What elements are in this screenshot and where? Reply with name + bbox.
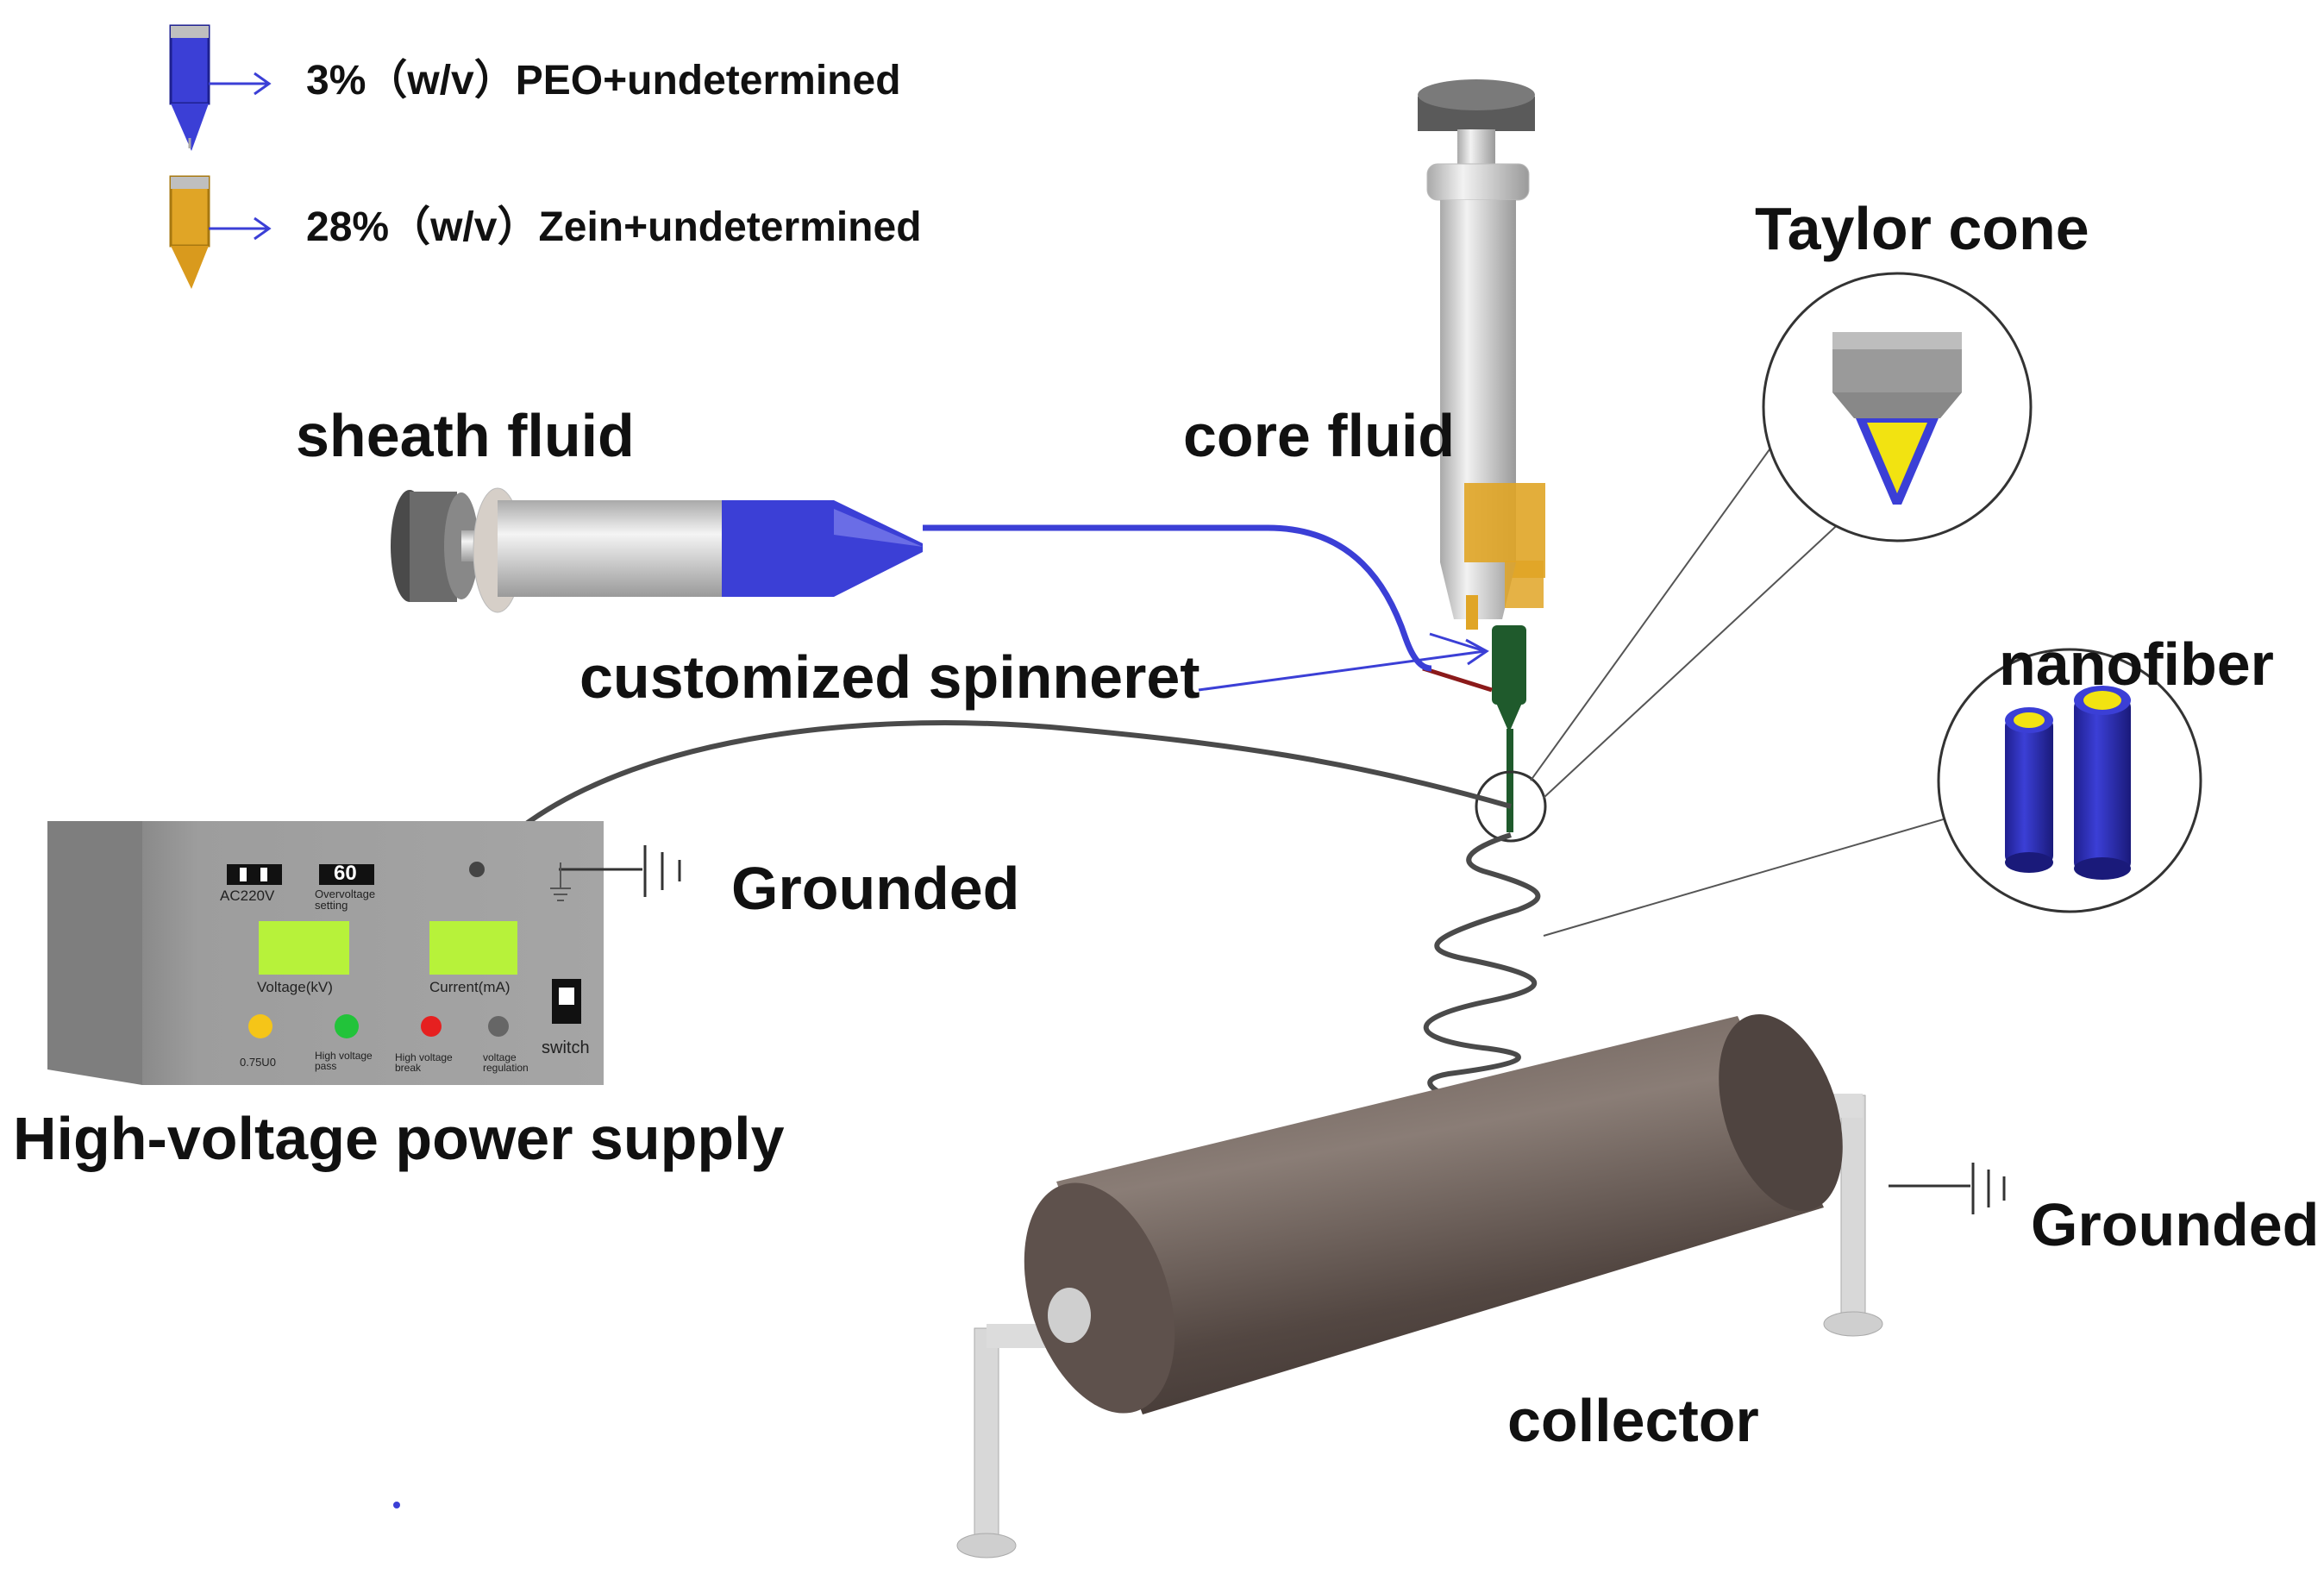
taylor-cone-callout — [1475, 272, 2033, 843]
spinneret-pointer — [1198, 632, 1489, 692]
legend-gold-syringe-icon — [169, 175, 210, 289]
ground-symbol-small-icon — [550, 862, 571, 901]
collector-drum — [956, 1013, 1883, 1559]
legend-item-2-text: 28%（w/v）Zein+undetermined — [306, 204, 922, 250]
ac-label: AC220V — [220, 887, 275, 904]
core-fluid-label: core fluid — [1183, 402, 1456, 469]
nanofiber-callout — [1543, 648, 2202, 937]
legend-arrow-1-icon — [209, 72, 272, 96]
indicator-label-2: High voltage pass — [315, 1050, 373, 1072]
collector-label: collector — [1507, 1387, 1759, 1454]
sheath-tube — [923, 524, 1432, 672]
indicator-label-1: 0.75U0 — [240, 1056, 276, 1069]
nanofiber-label: nanofiber — [1999, 630, 2274, 698]
customized-spinneret-label: customized spinneret — [579, 643, 1200, 711]
grounded-supply-label: Grounded — [731, 855, 1020, 922]
indicator-label-4: voltage regulation — [483, 1051, 529, 1074]
overvoltage-value: 60 — [334, 862, 357, 885]
core-syringe — [1418, 79, 1545, 630]
voltage-display-label: Voltage(kV) — [257, 979, 333, 995]
power-supply — [47, 821, 604, 1085]
ground-symbol-collector-icon — [1889, 1163, 2006, 1214]
indicator-label-3: High voltage break — [395, 1051, 453, 1074]
current-display-label: Current(mA) — [429, 979, 511, 995]
legend-item-1-text: 3%（w/v）PEO+undetermined — [306, 58, 901, 103]
ground-symbol-supply-icon — [559, 845, 681, 897]
power-supply-label: High-voltage power supply — [13, 1105, 785, 1172]
switch-label: switch — [542, 1038, 590, 1057]
sheath-fluid-label: sheath fluid — [296, 402, 635, 469]
taylor-cone-label: Taylor cone — [1755, 195, 2089, 262]
legend-blue-syringe-icon — [169, 24, 210, 151]
hv-cable — [476, 720, 1512, 869]
overvoltage-label: Overvoltage setting — [315, 887, 376, 912]
grounded-collector-label: Grounded — [2031, 1191, 2320, 1258]
stray-dot — [393, 1502, 400, 1508]
customized-spinneret — [1422, 625, 1526, 832]
sheath-syringe — [391, 487, 923, 613]
whipping-jet — [1423, 832, 1541, 1118]
legend-arrow-2-icon — [209, 216, 272, 241]
